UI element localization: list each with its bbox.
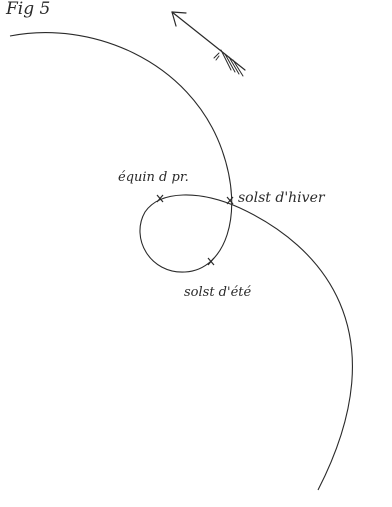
arrow-icon <box>172 12 245 76</box>
figure-label: Fig 5 <box>5 0 50 19</box>
summer-solstice-label: solst d'été <box>184 285 251 300</box>
summer-solstice-mark <box>208 258 214 265</box>
winter-solstice-label: solst d'hiver <box>238 190 326 206</box>
orbit-path <box>10 33 352 490</box>
equinox-label: équin d pr. <box>118 170 189 185</box>
